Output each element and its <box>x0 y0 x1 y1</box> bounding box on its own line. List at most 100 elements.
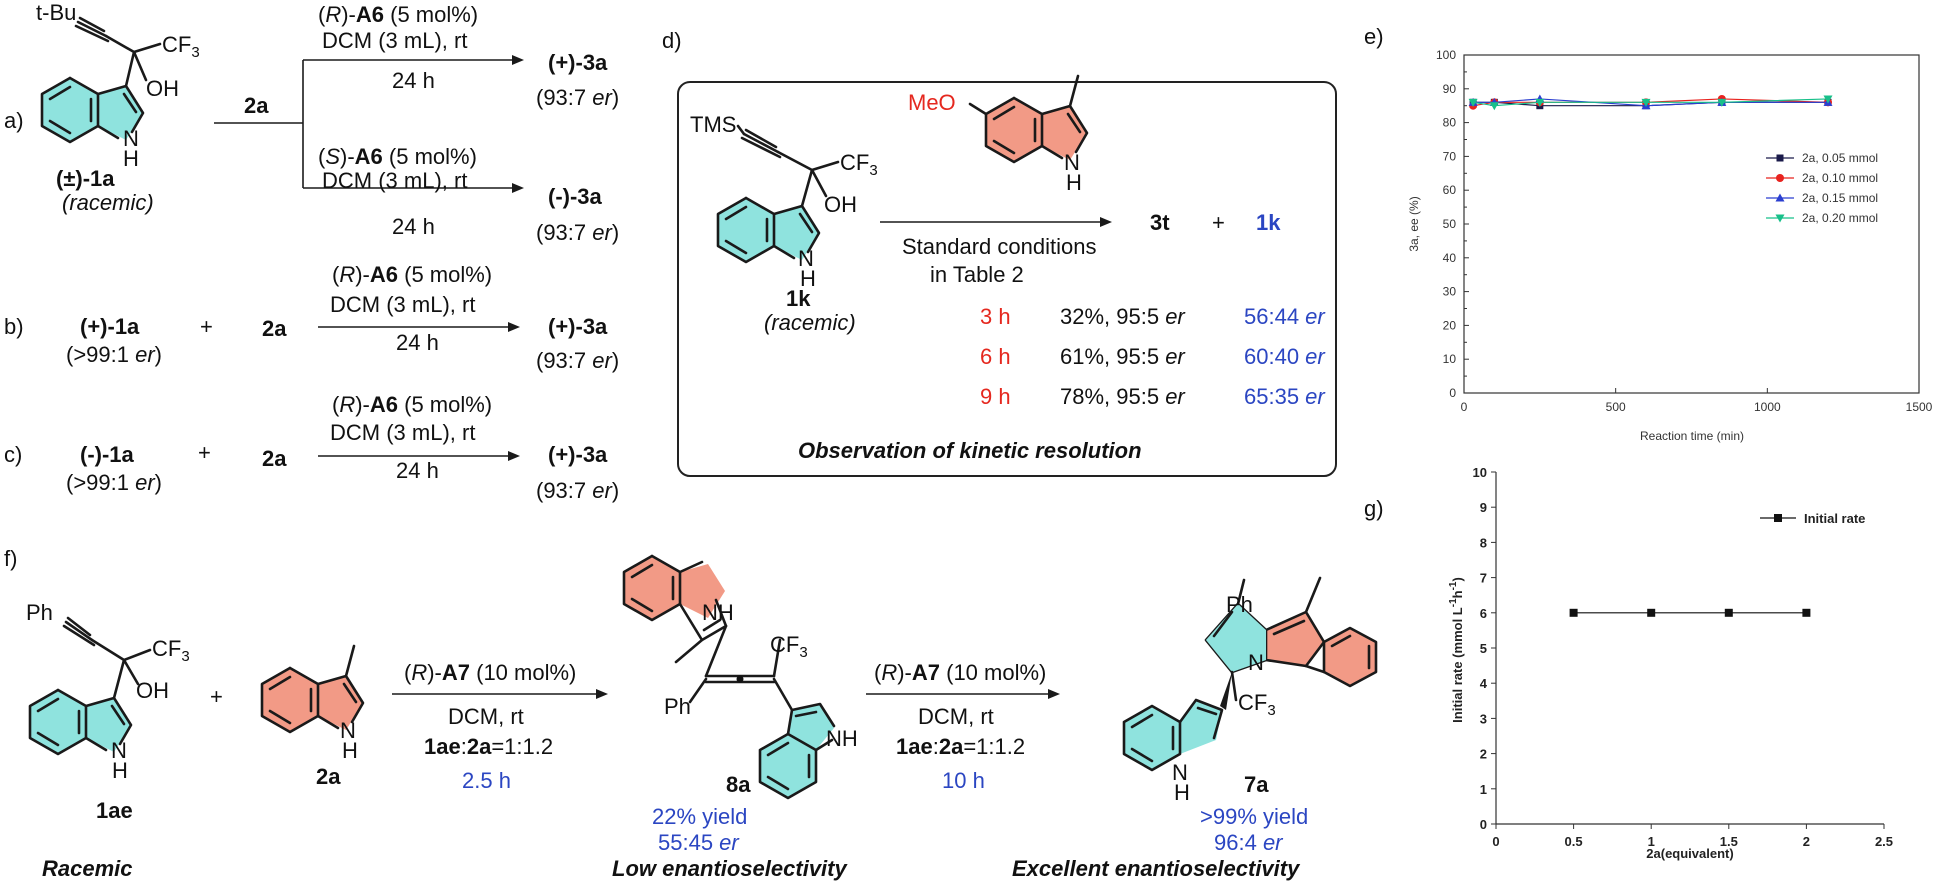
er-7a: 96:4 er <box>1214 830 1284 855</box>
reagent-2a-a: 2a <box>244 93 269 118</box>
cf3-label-1a: CF3 <box>162 32 200 61</box>
x-tick-label: 500 <box>1606 400 1626 414</box>
data-point-g-0-1 <box>1647 608 1656 617</box>
methoxyindole-structure: MeO N H <box>908 74 1089 195</box>
substrate-b: (+)-1a <box>80 314 140 339</box>
panel-d-label: d) <box>662 28 682 53</box>
data-point-g-0-3 <box>1802 608 1811 617</box>
catalyst-f-2: (R)-A7 (10 mol%) <box>874 660 1046 685</box>
er-bottom-a: (93:7 er) <box>536 220 619 245</box>
plus-d: + <box>1212 210 1225 235</box>
nitrogen-label-1ae: N <box>111 738 127 763</box>
nitrogen-label-7a-indole: N <box>1172 760 1188 785</box>
panel-a: a) t-Bu CF3 OH N H (±)-1a (racemic) <box>4 0 619 245</box>
indole-1k-structure: TMS CF3 OH N H <box>690 112 878 291</box>
x-tick-label: 1000 <box>1754 400 1781 414</box>
series-e <box>1468 94 1833 111</box>
legend-marker-1 <box>1776 174 1784 182</box>
x-tick-label: 1 <box>1648 834 1655 849</box>
er-b: (93:7 er) <box>536 348 619 373</box>
hydrogen-label-1k: H <box>800 266 816 291</box>
compound-2a-name: 2a <box>316 764 341 789</box>
x-tick-label: 2.5 <box>1875 834 1893 849</box>
nh-label-8a-bottom: NH <box>826 726 858 751</box>
time-row-1: 3 h <box>980 304 1011 329</box>
y-axis-label-e: 3a, ee (%) <box>1407 196 1421 251</box>
product-3t: 3t <box>1150 210 1170 235</box>
solvent-f-2: DCM, rt <box>918 704 994 729</box>
oh-label-1a: OH <box>146 76 179 101</box>
tbu-label: t-Bu <box>36 0 76 25</box>
cf3-label-8a: CF3 <box>770 632 808 661</box>
legend-marker-3 <box>1775 214 1785 223</box>
conditions-bottom-a: DCM (3 mL), rt <box>322 168 467 193</box>
y-tick-label: 70 <box>1443 149 1457 163</box>
y-tick-label: 0 <box>1480 817 1487 832</box>
product-c: (+)-3a <box>548 442 608 467</box>
y-tick-label: 7 <box>1480 571 1487 586</box>
time-c: 24 h <box>396 458 439 483</box>
hydrogen-label-1ae: H <box>112 758 128 783</box>
allene-8a-structure: NH CF3 Ph NH <box>622 554 858 800</box>
ph-label-8a: Ph <box>664 694 691 719</box>
panel-b: b) (+)-1a (>99:1 er) + 2a (R)-A6 (5 mol%… <box>4 262 619 373</box>
y-tick-label: 6 <box>1480 606 1487 621</box>
er-row-2: 60:40 er <box>1244 344 1326 369</box>
hydrogen-label-1a: H <box>123 146 139 171</box>
x-tick-label: 0 <box>1461 400 1468 414</box>
y-tick-label: 2 <box>1480 747 1487 762</box>
compound-1ae-name: 1ae <box>96 798 133 823</box>
data-point-3-5 <box>1823 95 1833 104</box>
panel-d: d) TMS CF3 OH N H 1k (r <box>662 28 1337 477</box>
x-axis-label-e: Reaction time (min) <box>1640 429 1744 443</box>
catalyst-b: (R)-A6 (5 mol%) <box>332 262 492 287</box>
conditions-top-a: DCM (3 mL), rt <box>322 28 467 53</box>
racemic-label: (racemic) <box>62 190 154 215</box>
data-point-3-3 <box>1641 98 1651 107</box>
result-row-1: 32%, 95:5 er <box>1060 304 1186 329</box>
kinetic-resolution-box <box>677 81 1337 477</box>
solvent-f-1: DCM, rt <box>448 704 524 729</box>
ph-label-7a: Ph <box>1226 592 1253 617</box>
panel-c-label: c) <box>4 442 22 467</box>
data-point-3-0 <box>1468 98 1478 107</box>
time-b: 24 h <box>396 330 439 355</box>
time-top-a: 24 h <box>392 68 435 93</box>
y-tick-label: 50 <box>1443 217 1457 231</box>
x-tick-label: 1500 <box>1906 400 1933 414</box>
meo-label: MeO <box>908 90 956 115</box>
ratio-f-2: 1ae:2a=1:1.2 <box>896 734 1025 759</box>
er-row-1: 56:44 er <box>1244 304 1326 329</box>
legend-marker-2 <box>1775 193 1785 202</box>
legend-marker-g-0 <box>1774 514 1782 522</box>
data-point-g-0-2 <box>1724 608 1733 617</box>
indole-2a-structure: N H <box>260 644 365 763</box>
time-bottom-a: 24 h <box>392 214 435 239</box>
y-tick-label: 60 <box>1443 183 1457 197</box>
oh-label-1k: OH <box>824 192 857 217</box>
compound-8a-name: 8a <box>726 772 751 797</box>
hydrogen-label-2a: H <box>342 738 358 763</box>
oh-label-1ae: OH <box>136 678 169 703</box>
x-tick-label: 0.5 <box>1565 834 1583 849</box>
panel-f-label: f) <box>4 546 17 571</box>
y-tick-label: 10 <box>1473 465 1487 480</box>
er-8a: 55:45 er <box>658 830 740 855</box>
caption-excellent-selectivity: Excellent enantioselectivity <box>1012 856 1301 881</box>
result-row-2: 61%, 95:5 er <box>1060 344 1186 369</box>
reagent-2a-c: 2a <box>262 446 287 471</box>
y-tick-label: 40 <box>1443 251 1457 265</box>
er-top-a: (93:7 er) <box>536 85 619 110</box>
nitrogen-label-1a: N <box>123 126 139 151</box>
x-tick-label: 0 <box>1492 834 1499 849</box>
y-axis-label-g: Initial rate (mmol L-1h-1) <box>1448 577 1465 723</box>
nitrogen-label-7a: N <box>1248 650 1264 675</box>
legend-marker-0 <box>1776 154 1784 162</box>
nitrogen-label-2: N <box>1064 150 1080 175</box>
substrate-er-c: (>99:1 er) <box>66 470 162 495</box>
